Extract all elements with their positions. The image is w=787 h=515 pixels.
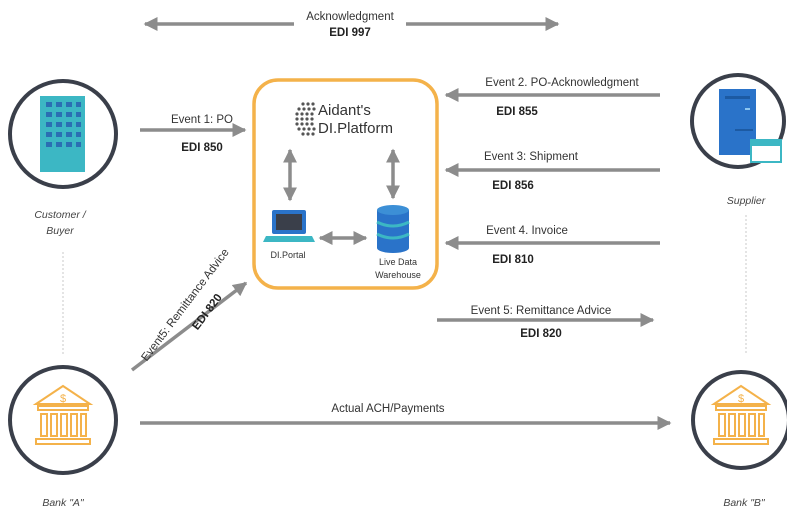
acknowledgment-edi: EDI 997 xyxy=(329,27,371,39)
event5-right-edi: EDI 820 xyxy=(520,328,562,340)
event5-left-arrow xyxy=(130,281,248,372)
database-icon xyxy=(376,205,410,253)
event3-edi: EDI 856 xyxy=(492,180,534,192)
customer-label-line1: Customer / xyxy=(34,209,86,221)
event2-label: Event 2. PO-Acknowledgment xyxy=(485,77,639,89)
supplier-node xyxy=(690,73,786,169)
bank-b-node: $ xyxy=(691,370,787,470)
event2-edi: EDI 855 xyxy=(496,106,538,118)
payments-label: Actual ACH/Payments xyxy=(331,403,444,415)
event1-edi: EDI 850 xyxy=(181,142,223,154)
acknowledgment-label: Acknowledgment xyxy=(306,11,394,23)
server-window-icon xyxy=(719,89,782,163)
event5-right-label: Event 5: Remittance Advice xyxy=(471,305,612,317)
warehouse-label-line2: Warehouse xyxy=(375,270,421,280)
svg-text:$: $ xyxy=(60,393,66,405)
bank-icon: $ xyxy=(710,384,772,445)
platform-title-line1: Aidant's xyxy=(318,102,371,119)
bank-a-node: $ xyxy=(8,365,118,475)
office-building-icon xyxy=(40,96,85,172)
customer-node xyxy=(8,79,118,189)
bank-a-label: Bank "A" xyxy=(42,497,85,509)
svg-text:$: $ xyxy=(738,393,744,405)
event4-edi: EDI 810 xyxy=(492,254,534,266)
event1-label: Event 1: PO xyxy=(171,114,233,126)
bank-b-label: Bank "B" xyxy=(723,497,766,509)
dotted-globe-logo xyxy=(295,102,316,136)
platform-title-line2: DI.Platform xyxy=(318,120,393,137)
event3-label: Event 3: Shipment xyxy=(484,151,579,163)
laptop-icon xyxy=(263,210,315,242)
bank-icon: $ xyxy=(32,384,94,445)
event4-label: Event 4. Invoice xyxy=(486,225,568,237)
warehouse-label-line1: Live Data xyxy=(379,257,417,267)
customer-label-line2: Buyer xyxy=(46,225,74,237)
portal-label: DI.Portal xyxy=(270,250,305,260)
supplier-label: Supplier xyxy=(727,195,766,207)
